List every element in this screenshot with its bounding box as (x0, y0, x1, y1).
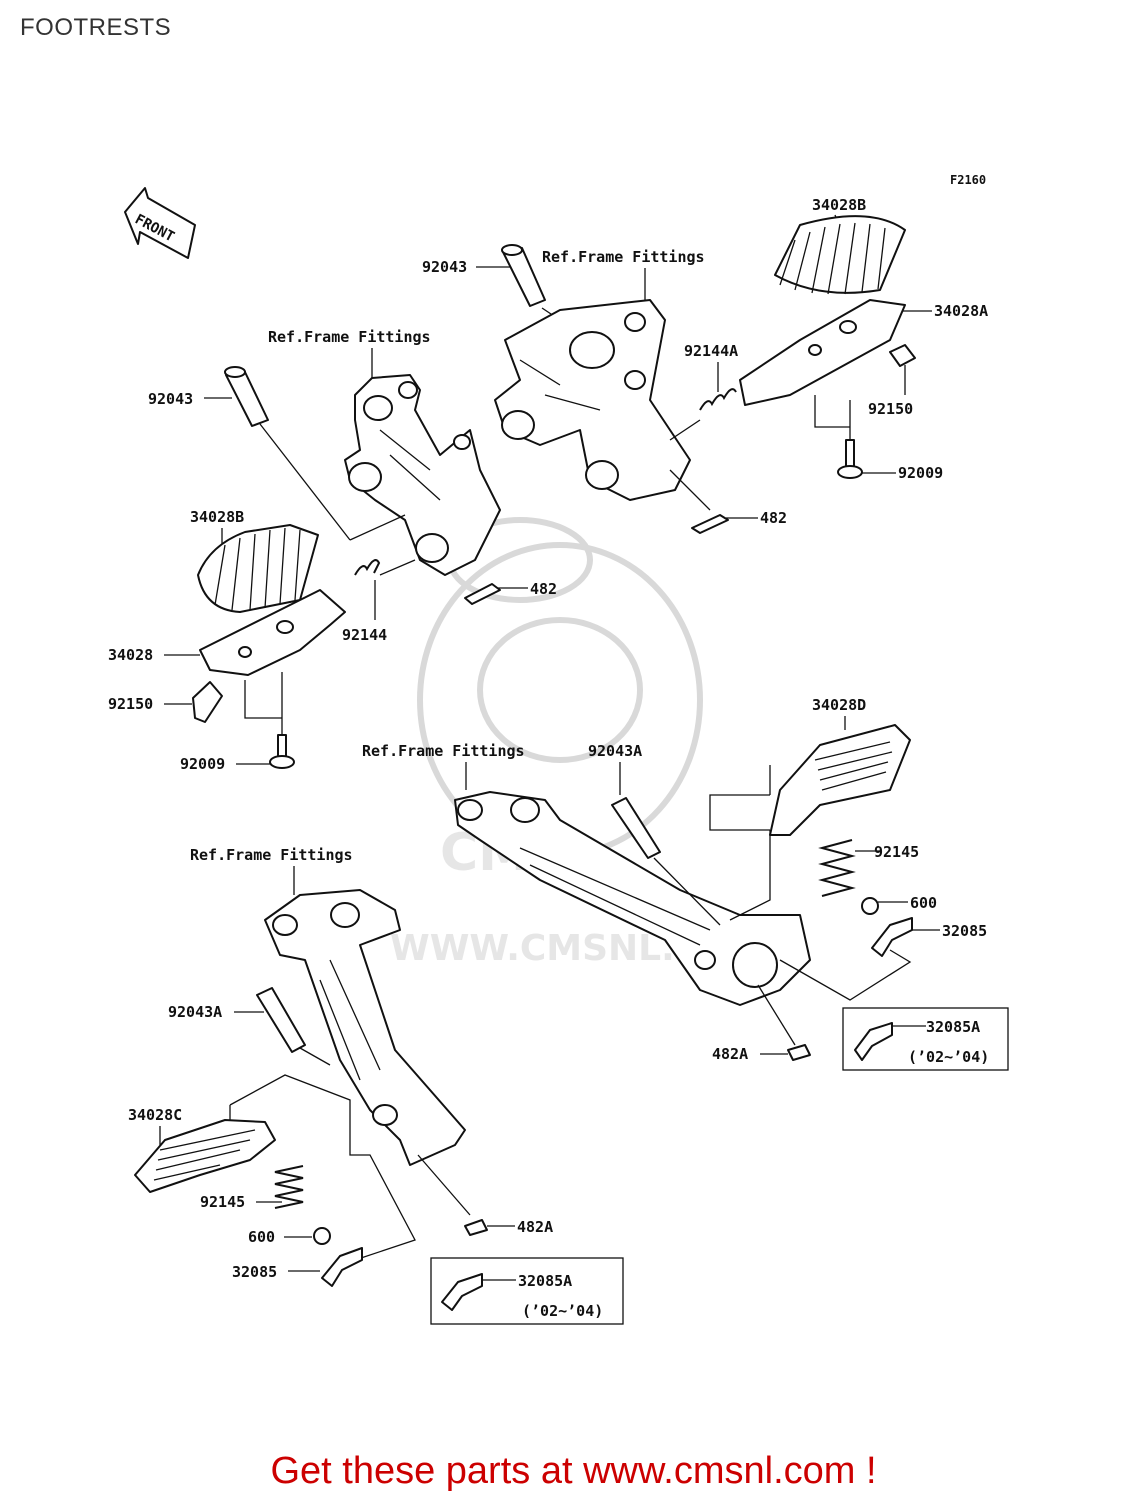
ref-frame-fittings-1: Ref.Frame Fittings (542, 248, 705, 266)
detent-92150-upper (889, 344, 916, 367)
ref-frame-fittings-4: Ref.Frame Fittings (190, 846, 353, 864)
label-34028B-left: 34028B (190, 508, 244, 526)
label-482A-right: 482A (712, 1045, 748, 1063)
label-34028A: 34028A (934, 302, 988, 320)
label-34028B-upper: 34028B (812, 196, 866, 214)
label-600-right: 600 (910, 894, 937, 912)
spring-92144 (354, 559, 381, 576)
label-32085A-left: 32085A (518, 1272, 572, 1290)
label-92043-left: 92043 (148, 390, 193, 408)
label-92144A: 92144A (684, 342, 738, 360)
bracket-upper-right (494, 299, 691, 501)
bolt-92009-left (269, 734, 295, 769)
plunger-32085-left (321, 1247, 363, 1287)
ball-600-right (861, 897, 879, 915)
ball-600-left (313, 1227, 331, 1245)
ref-frame-fittings-3: Ref.Frame Fittings (362, 742, 525, 760)
pin-92043A-right (611, 797, 661, 859)
exploded-parts-diagram: CMS WWW.CMSNL.COM F2160 FRONT 92043 Ref.… (108, 173, 1009, 1325)
label-482-left: 482 (530, 580, 557, 598)
label-92009-upper: 92009 (898, 464, 943, 482)
footpeg-34028D (769, 724, 911, 836)
label-92145-left: 92145 (200, 1193, 245, 1211)
label-years-left: (’02~’04) (522, 1302, 603, 1320)
label-92043A-right: 92043A (588, 742, 642, 760)
plunger-32085A-left (441, 1273, 483, 1311)
pin-92043-left (224, 366, 269, 427)
footpeg-34028A (739, 299, 906, 406)
label-years-right: (’02~’04) (908, 1048, 989, 1066)
clip-482A-left (464, 1219, 488, 1236)
ref-frame-fittings-2: Ref.Frame Fittings (268, 328, 431, 346)
bolt-92009-upper (837, 439, 863, 479)
label-32085A-right: 32085A (926, 1018, 980, 1036)
plunger-32085A-right (854, 1022, 893, 1061)
detent-92150-left (192, 681, 223, 723)
label-34028D: 34028D (812, 696, 866, 714)
page-title: FOOTRESTS (20, 14, 172, 41)
footer-link[interactable]: Get these parts at www.cmsnl.com ! (270, 1450, 877, 1492)
rubber-34028B-left (197, 524, 319, 613)
label-600-left: 600 (248, 1228, 275, 1246)
footpeg-34028C (134, 1119, 276, 1193)
pin-92043 (501, 244, 546, 307)
clip-482-left (464, 583, 501, 605)
label-92043: 92043 (422, 258, 467, 276)
spring-92145-left (274, 1165, 304, 1209)
label-92150-upper: 92150 (868, 400, 913, 418)
label-92145-right: 92145 (874, 843, 919, 861)
variant-box-left (430, 1257, 624, 1325)
rubber-34028B-upper (774, 215, 906, 295)
label-482-upper: 482 (760, 509, 787, 527)
bracket-upper-left (344, 374, 501, 576)
bracket-lower-right (454, 791, 811, 1006)
label-32085-right: 32085 (942, 922, 987, 940)
clip-482A-right (787, 1044, 811, 1061)
label-92009-left: 92009 (180, 755, 225, 773)
clip-482-upper (691, 514, 729, 534)
label-92043A-left: 92043A (168, 1003, 222, 1021)
plunger-32085-right (871, 917, 913, 957)
spring-92144A (699, 388, 737, 411)
front-arrow-icon: FRONT (124, 187, 196, 259)
pin-92043A-left (256, 987, 306, 1053)
label-34028: 34028 (108, 646, 153, 664)
variant-box-right (842, 1007, 1009, 1071)
spring-92145-right (818, 839, 856, 897)
label-92144: 92144 (342, 626, 387, 644)
label-34028C: 34028C (128, 1106, 182, 1124)
label-482A-left: 482A (517, 1218, 553, 1236)
label-32085-left: 32085 (232, 1263, 277, 1281)
bracket-lower-left (264, 889, 466, 1166)
footpeg-34028 (199, 589, 346, 676)
label-92150-left: 92150 (108, 695, 153, 713)
figure-code: F2160 (950, 173, 986, 187)
